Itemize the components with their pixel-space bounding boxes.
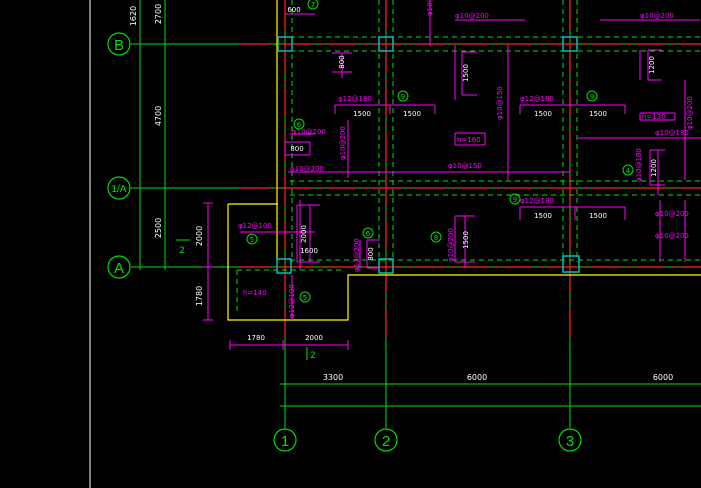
axis-bubble-B[interactable] xyxy=(107,32,131,56)
length-1500b: 1500 xyxy=(403,110,421,118)
length-1200a: 1200 xyxy=(648,56,656,74)
rebar-label-r17: φ12@100 xyxy=(288,284,296,318)
rebar-label-r5: φ12@180 xyxy=(338,95,372,103)
bar-mark-5a: 5 xyxy=(250,236,254,244)
axis-bubble-2[interactable] xyxy=(374,428,398,452)
section-mark-bottom: 2 xyxy=(310,351,316,361)
rebar-label-r8: φ10@150 xyxy=(448,162,482,170)
column-B2[interactable] xyxy=(378,36,394,52)
length-1200b: 1200 xyxy=(650,159,658,177)
slab-thickness-h3: h=140 xyxy=(243,289,267,297)
axis-label-2: 2 xyxy=(382,433,390,450)
column-A1[interactable] xyxy=(276,258,292,274)
rebar-label-r13: φ10@180 xyxy=(635,148,643,182)
length-1500e: 1500 xyxy=(589,110,607,118)
rebar-label-r10: φ10@200 xyxy=(339,126,347,160)
length-600: 600 xyxy=(287,6,300,14)
length-1500g: 1500 xyxy=(589,212,607,220)
bar-mark-6a: 6 xyxy=(297,121,302,129)
axis-bubbles xyxy=(107,32,582,452)
beam-lines xyxy=(240,0,701,340)
rebar-label-r20: φ10@200 xyxy=(655,232,689,240)
axis-label-A: A xyxy=(114,260,124,277)
bar-mark-4: 4 xyxy=(626,167,631,175)
axis-bubble-1A[interactable] xyxy=(107,176,131,200)
beam-edges xyxy=(236,0,701,315)
bar-mark-8b: 8 xyxy=(434,234,438,242)
rebar-label-r15: φ10@200 xyxy=(655,210,689,218)
column-A2[interactable] xyxy=(378,258,394,274)
rebar-lines xyxy=(203,0,701,350)
length-1500d: 1500 xyxy=(534,110,552,118)
rebar-label-r14: φ12@180 xyxy=(520,197,554,205)
column-B1[interactable] xyxy=(277,36,293,52)
bar-mark-5b: 5 xyxy=(303,294,307,302)
bar-mark-7: 7 xyxy=(311,1,315,9)
length-800c: 800 xyxy=(367,247,375,260)
length-1500c: 1500 xyxy=(462,64,470,82)
columns xyxy=(276,36,580,274)
column-A3[interactable] xyxy=(562,255,580,273)
rebar-label-r9: φ10@200 xyxy=(292,128,326,136)
slab-thickness-h1: h=160 xyxy=(457,136,481,144)
bar-mark-circles xyxy=(246,0,634,303)
dim-bottom-6000b: 6000 xyxy=(653,373,673,382)
rebar-label-r16: φ12@100 xyxy=(238,222,272,230)
dim-bottom-2000: 2000 xyxy=(305,334,323,342)
axis-bubble-3[interactable] xyxy=(558,428,582,452)
rebar-label-r1: φ10@200 xyxy=(426,0,434,16)
bar-mark-9c: 9 xyxy=(513,196,517,204)
length-1500a: 1500 xyxy=(353,110,371,118)
axis-label-B: B xyxy=(114,37,124,54)
length-800b: 800 xyxy=(290,145,303,153)
dim-left-1780: 1780 xyxy=(195,286,204,306)
section-mark-left: 2 xyxy=(179,246,185,256)
axis-bubble-A[interactable] xyxy=(107,255,131,279)
dim-bottom-3300: 3300 xyxy=(323,373,343,382)
axis-label-1A: 1/A xyxy=(111,184,126,195)
dim-left-1620: 1620 xyxy=(129,6,138,26)
rebar-label-r12: φ10@180 xyxy=(655,129,689,137)
length-1500h: 1500 xyxy=(462,231,470,249)
axis-label-3: 3 xyxy=(566,433,574,450)
dim-left-2000: 2000 xyxy=(195,226,204,246)
length-800a: 800 xyxy=(338,55,346,68)
rebar-label-r18: φ10@200 xyxy=(353,238,361,272)
length-1500f: 1500 xyxy=(534,212,552,220)
rebar-label-r2: φ10@200 xyxy=(455,12,489,20)
axis-label-1: 1 xyxy=(281,433,289,450)
slab-outline xyxy=(227,0,701,321)
rebar-label-r4: φ10@200 xyxy=(686,96,694,130)
rebar-label-r11: φ10@200 xyxy=(290,165,324,173)
length-2000: 2000 xyxy=(300,225,308,243)
rebar-label-r7: φ10@150 xyxy=(496,86,504,120)
bar-mark-9b: 9 xyxy=(590,93,594,101)
rebar-label-r19: φ10@200 xyxy=(447,228,455,262)
bar-mark-9a: 9 xyxy=(401,93,405,101)
column-B3[interactable] xyxy=(562,36,578,52)
rebar-label-r6: φ12@180 xyxy=(520,95,554,103)
dim-left-2700: 2700 xyxy=(154,4,163,24)
rebar-label-r3: φ10@200 xyxy=(640,12,674,20)
length-1600: 1600 xyxy=(300,247,318,255)
dim-left-2500: 2500 xyxy=(154,218,163,238)
dim-bottom-6000a: 6000 xyxy=(467,373,487,382)
slab-thickness-h2: h=130 xyxy=(642,113,666,121)
dim-left-4700: 4700 xyxy=(154,106,163,126)
axis-bubble-1[interactable] xyxy=(273,428,297,452)
bar-mark-6b: 6 xyxy=(366,230,371,238)
dim-bottom-1780: 1780 xyxy=(247,334,265,342)
